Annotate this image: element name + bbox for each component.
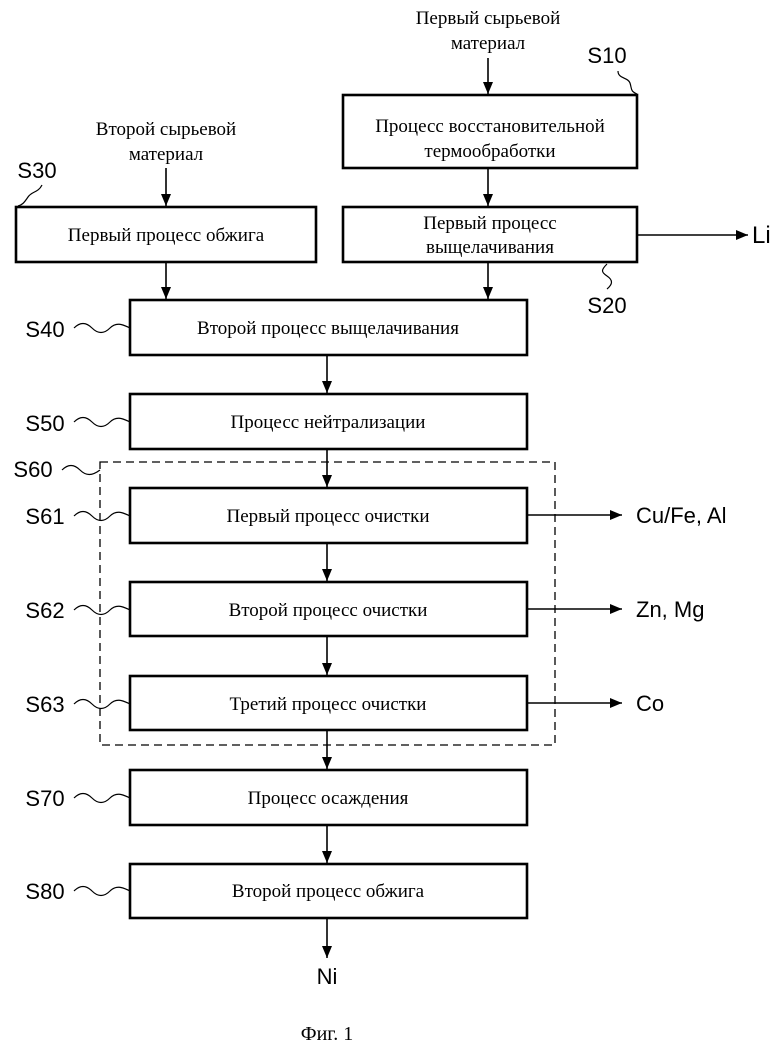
step-s30-label: S30 <box>17 158 56 183</box>
step-s20-text-line1: Первый процесс <box>423 213 556 234</box>
step-s70-text: Процесс осаждения <box>248 788 409 809</box>
step-s60-label: S60 <box>13 457 52 482</box>
step-s62-text: Второй процесс очистки <box>229 600 428 621</box>
step-s80-label: S80 <box>25 879 64 904</box>
step-s20-text-line2: выщелачивания <box>426 237 554 258</box>
step-s10-text-line2: термообработки <box>424 141 555 162</box>
step-s40-label: S40 <box>25 317 64 342</box>
figure-caption: Фиг. 1 <box>301 1023 353 1045</box>
step-s10-leader <box>618 71 637 94</box>
first-raw-material-line1: Первый сырьевой <box>416 8 561 29</box>
output-li: Li <box>752 222 771 249</box>
step-s50-leader <box>74 418 130 427</box>
step-s62-leader <box>74 606 130 615</box>
step-s70-label: S70 <box>25 786 64 811</box>
second-raw-material-line1: Второй сырьевой <box>96 119 236 140</box>
first-raw-material-line2: материал <box>451 33 526 54</box>
step-s20-label: S20 <box>587 293 626 318</box>
step-s10-text-line1: Процесс восстановительной <box>375 116 605 137</box>
step-s60-leader <box>62 466 100 475</box>
output-ni: Ni <box>317 964 338 989</box>
step-s20-leader <box>603 264 612 289</box>
output-cu-fe-al: Cu/Fe, Al <box>636 503 726 528</box>
step-s50-label: S50 <box>25 411 64 436</box>
step-s30-leader <box>18 185 42 206</box>
step-s61-label: S61 <box>25 504 64 529</box>
step-s70-leader <box>74 794 130 803</box>
step-s61-text: Первый процесс очистки <box>226 506 429 527</box>
step-s61-leader <box>74 512 130 521</box>
step-s63-leader <box>74 700 130 709</box>
output-zn-mg: Zn, Mg <box>636 597 704 622</box>
step-s50-text: Процесс нейтрализации <box>231 412 426 433</box>
step-s80-text: Второй процесс обжига <box>232 881 425 902</box>
second-raw-material-line2: материал <box>129 144 204 165</box>
step-s10-label: S10 <box>587 43 626 68</box>
output-co: Co <box>636 691 664 716</box>
step-s62-label: S62 <box>25 598 64 623</box>
step-s40-leader <box>74 324 130 333</box>
step-s80-leader <box>74 887 130 896</box>
step-s40-text: Второй процесс выщелачивания <box>197 318 459 339</box>
step-s63-text: Третий процесс очистки <box>230 694 427 715</box>
step-s63-label: S63 <box>25 692 64 717</box>
step-s30-text: Первый процесс обжига <box>68 225 265 246</box>
